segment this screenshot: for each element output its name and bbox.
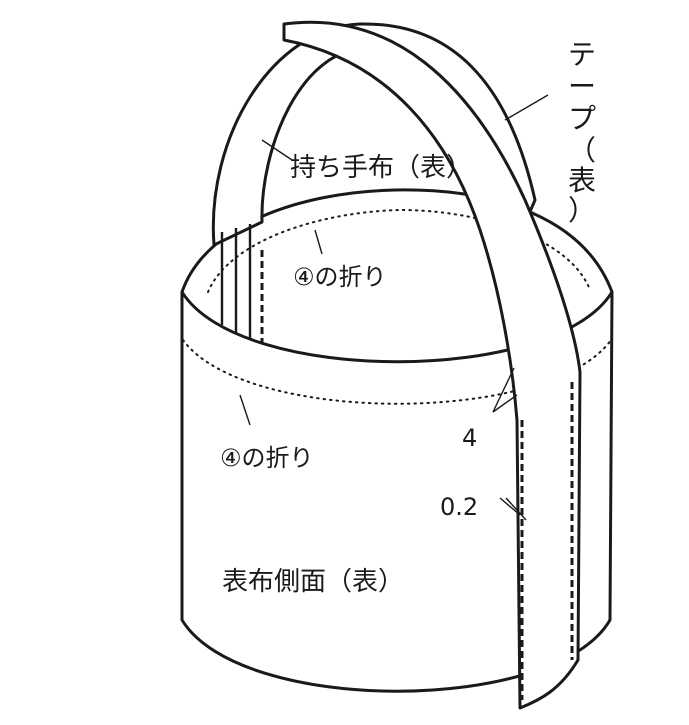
- leader-fold-outer: [239, 394, 251, 426]
- fold-line-inner: [207, 208, 591, 293]
- label-tape-char-3: プ: [568, 102, 596, 135]
- label-tape-char-2: ー: [568, 70, 596, 103]
- label-tape-char-4: （: [568, 134, 596, 167]
- leader-4-b: [492, 394, 518, 413]
- leader-02-b: [505, 497, 527, 521]
- leader-handle: [261, 139, 293, 161]
- tape-strap: [282, 20, 582, 710]
- label-tape-char-5: 表: [568, 164, 596, 197]
- label-fold-outer: ④の折り: [220, 444, 314, 472]
- label-handle-cloth: 持ち手布（表）: [290, 153, 472, 183]
- handle-cloth: [211, 22, 537, 247]
- bag-body: [180, 290, 614, 693]
- label-tape-char-6: ）: [568, 194, 596, 227]
- label-tape: テ ー プ （ 表 ）: [568, 38, 596, 227]
- leader-tape: [504, 94, 549, 121]
- label-fold-inner: ④の折り: [293, 263, 387, 291]
- leader-4-a: [492, 367, 515, 413]
- label-outer-side: 表布側面（表）: [222, 567, 404, 597]
- label-measure-02: 0.2: [440, 493, 478, 521]
- label-tape-char-1: テ: [568, 38, 596, 71]
- leader-fold-inner: [314, 229, 323, 255]
- label-measure-4: 4: [462, 424, 477, 452]
- leader-02-a: [499, 497, 521, 516]
